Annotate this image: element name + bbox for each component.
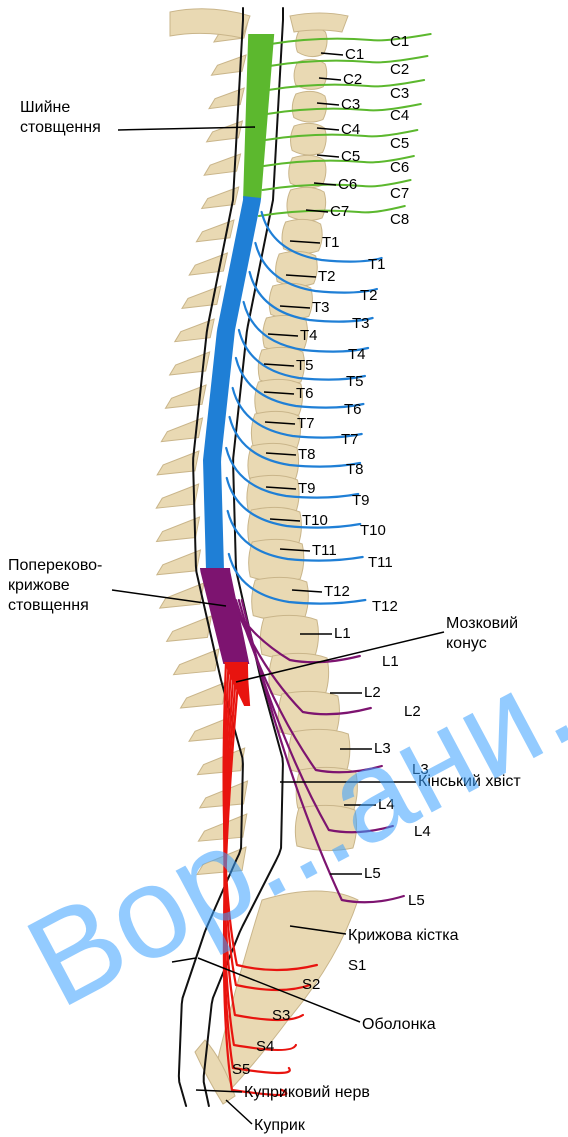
cervical-segment xyxy=(243,34,274,198)
vertebra-label-C1: C1 xyxy=(345,47,364,63)
nerve-label-S1: S1 xyxy=(348,958,366,974)
vertebra-label-T9: T9 xyxy=(298,481,316,497)
vertebra-label-T3: T3 xyxy=(312,300,330,316)
vertebral-body xyxy=(296,27,327,56)
lumbosacral-label-line3: стовщення xyxy=(8,596,102,616)
nerve-label-C6: C6 xyxy=(390,160,409,176)
occipital-bone xyxy=(170,9,250,38)
nerve-label-L5: L5 xyxy=(408,893,425,909)
coccygeal-nerve-label: Куприковий нерв xyxy=(244,1083,370,1103)
nerve-label-T2: T2 xyxy=(360,288,378,304)
spinous-process xyxy=(157,550,201,575)
lumbosacral-label-line2: крижове xyxy=(8,576,102,596)
nerve-label-T4: T4 xyxy=(348,347,366,363)
vertebra-label-T7: T7 xyxy=(297,416,315,432)
nerve-label-T9: T9 xyxy=(352,493,370,509)
spinous-process xyxy=(198,748,245,775)
vertebral-body xyxy=(276,251,318,286)
vertebra-pointer-C5 xyxy=(317,155,339,157)
spinous-process xyxy=(156,484,198,508)
vertebra-label-C2: C2 xyxy=(343,72,362,88)
atlas-bone xyxy=(290,13,348,32)
conus-label-line2: конус xyxy=(446,634,518,654)
nerve-label-T8: T8 xyxy=(346,462,364,478)
vertebra-label-L3: L3 xyxy=(374,741,391,757)
nerve-label-T11: T11 xyxy=(368,555,393,571)
vertebra-label-C5: C5 xyxy=(341,149,360,165)
vertebra-label-T5: T5 xyxy=(296,358,314,374)
nerve-label-S4: S4 xyxy=(256,1039,274,1055)
nerve-label-C8: C8 xyxy=(390,212,409,228)
vertebra-label-C6: C6 xyxy=(338,177,357,193)
vertebral-body xyxy=(269,653,329,697)
vertebral-body xyxy=(252,577,309,620)
nerve-label-T12: T12 xyxy=(372,599,398,615)
sacrum-label: Крижова кістка xyxy=(348,926,459,946)
conus-medullaris-label: Мозковий конус xyxy=(446,614,518,654)
cervical-nerve-7 xyxy=(263,180,411,190)
nerve-label-L2: L2 xyxy=(404,704,421,720)
nerve-label-T3: T3 xyxy=(352,316,370,332)
vertebra-label-T10: T10 xyxy=(302,513,328,529)
nerve-label-C2: C2 xyxy=(390,62,409,78)
lumbosacral-label-line1: Попереково- xyxy=(8,556,102,576)
vertebra-label-C4: C4 xyxy=(341,122,360,138)
nerve-label-S3: S3 xyxy=(272,1008,290,1024)
vertebra-pointer-C1 xyxy=(321,53,343,55)
nerve-label-T5: T5 xyxy=(346,374,364,390)
vertebra-label-L2: L2 xyxy=(364,685,381,701)
spinous-process xyxy=(197,847,246,875)
spinous-process xyxy=(160,583,204,608)
vertebral-body xyxy=(260,615,318,659)
nerve-label-L4: L4 xyxy=(414,824,431,840)
nerve-label-T1: T1 xyxy=(368,257,386,273)
lumbosacral-enlargement-label: Попереково- крижове стовщення xyxy=(8,556,102,616)
spinous-process xyxy=(167,616,212,641)
vertebra-label-T2: T2 xyxy=(318,269,336,285)
nerve-label-T6: T6 xyxy=(344,402,362,418)
vertebra-label-L4: L4 xyxy=(378,797,395,813)
vertebral-body xyxy=(292,91,326,122)
vertebra-label-L5: L5 xyxy=(364,866,381,882)
spinous-process xyxy=(157,517,200,542)
vertebra-label-T6: T6 xyxy=(296,386,314,402)
nerve-label-C7: C7 xyxy=(390,186,409,202)
vertebra-label-T8: T8 xyxy=(298,447,316,463)
cauda-equina-label: Кінський хвіст xyxy=(418,772,521,792)
dura-label: Оболонка xyxy=(362,1015,436,1035)
nerve-label-L1: L1 xyxy=(382,654,399,670)
nerve-label-C3: C3 xyxy=(390,86,409,102)
spinous-process xyxy=(174,649,219,675)
cervical-label-line2: стовщення xyxy=(20,118,101,138)
nerve-label-T10: T10 xyxy=(360,523,386,539)
vertebra-label-T12: T12 xyxy=(324,584,350,600)
vertebra-label-C7: C7 xyxy=(330,204,349,220)
spinous-process xyxy=(181,682,227,708)
vertebral-body xyxy=(287,187,326,220)
nerve-label-C1: C1 xyxy=(390,34,409,50)
coccyx-label: Куприк xyxy=(254,1116,305,1136)
vertebra-label-T1: T1 xyxy=(322,235,340,251)
nerve-label-C4: C4 xyxy=(390,108,409,124)
coccyx-pointer xyxy=(226,1100,252,1124)
nerve-label-S5: S5 xyxy=(232,1062,250,1078)
nerve-label-T7: T7 xyxy=(341,432,359,448)
nerve-label-C5: C5 xyxy=(390,136,409,152)
conus-label-line1: Мозковий xyxy=(446,614,518,634)
vertebra-label-T11: T11 xyxy=(312,543,337,559)
nerve-label-L3: L3 xyxy=(412,762,429,778)
dura-pointer-2 xyxy=(172,958,196,962)
cervical-label-line1: Шийне xyxy=(20,98,101,118)
vertebra-label-T4: T4 xyxy=(300,328,318,344)
nerve-label-S2: S2 xyxy=(302,977,320,993)
vertebra-label-L1: L1 xyxy=(334,626,351,642)
spinous-process xyxy=(198,814,246,841)
vertebra-label-C3: C3 xyxy=(341,97,360,113)
cervical-enlargement-label: Шийне стовщення xyxy=(20,98,101,138)
